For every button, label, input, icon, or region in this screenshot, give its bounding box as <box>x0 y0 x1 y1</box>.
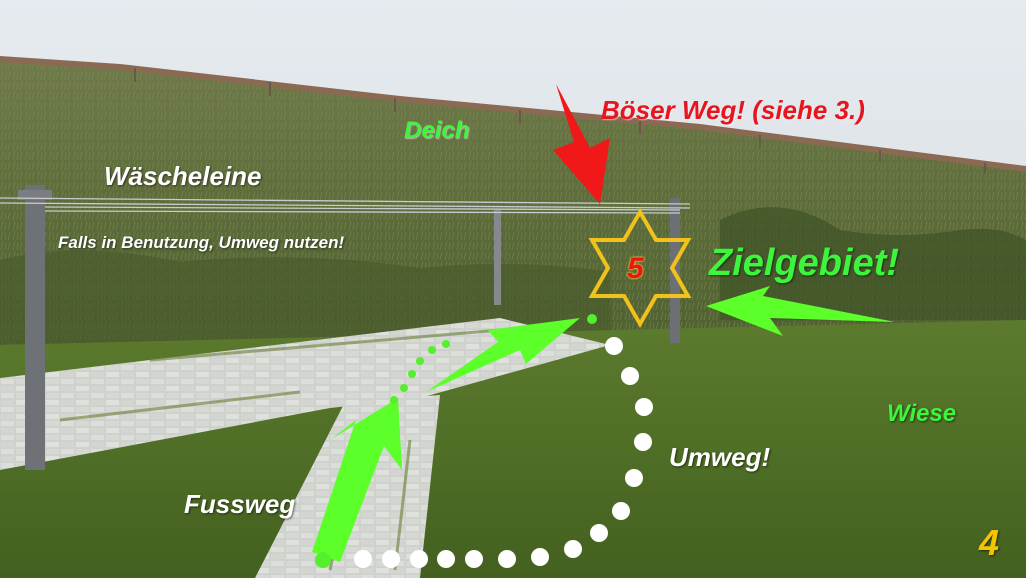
detour-dot <box>354 550 372 568</box>
label-waescheleine: Wäscheleine <box>104 161 262 191</box>
detour-dot <box>382 550 400 568</box>
detour-dot <box>612 502 630 520</box>
route-dot <box>390 396 398 404</box>
green-route-dots <box>315 314 597 568</box>
crest-fence <box>134 68 986 174</box>
detour-dot <box>410 550 428 568</box>
label-deich: Deich <box>404 117 470 144</box>
route-dot <box>315 552 331 568</box>
route-dot <box>587 314 597 324</box>
detour-dot <box>531 548 549 566</box>
label-umweg: Umweg! <box>669 442 771 472</box>
shrubs <box>0 250 610 345</box>
label-umweg-hinweis: Falls in Benutzung, Umweg nutzen! <box>58 233 345 252</box>
star-number: 5 <box>627 252 644 285</box>
green-arrow-icon <box>312 398 402 562</box>
detour-dot <box>621 367 639 385</box>
clothesline-pole-mid <box>494 210 501 305</box>
detour-dot <box>635 398 653 416</box>
route-dot <box>400 384 408 392</box>
clothesline-arm-left <box>18 190 52 200</box>
label-wiese: Wiese <box>887 400 957 427</box>
label-boeser-weg: Böser Weg! (siehe 3.) <box>601 95 865 125</box>
green-arrow-icon <box>426 318 580 392</box>
clothesline-pole-left <box>25 185 45 470</box>
detour-dot <box>590 524 608 542</box>
route-dot <box>416 357 424 365</box>
paving-horizontal <box>0 318 610 470</box>
route-dot <box>428 346 436 354</box>
detour-dot <box>634 433 652 451</box>
detour-dot <box>465 550 483 568</box>
dike-crest <box>0 56 1026 172</box>
clothesline-wires <box>0 197 691 214</box>
route-dot <box>408 370 416 378</box>
detour-dot <box>437 550 455 568</box>
label-fussweg: Fussweg <box>184 489 296 519</box>
detour-dot <box>605 337 623 355</box>
detour-dots <box>354 337 653 568</box>
red-arrow-icon <box>553 84 610 204</box>
green-arrow-icon <box>706 286 895 336</box>
shrubs-right <box>720 207 1026 320</box>
detour-dot <box>625 469 643 487</box>
page-number: 4 <box>979 522 1000 563</box>
label-zielgebiet: Zielgebiet! <box>709 242 900 284</box>
star-icon <box>588 207 692 329</box>
detour-dot <box>564 540 582 558</box>
route-dot <box>442 340 450 348</box>
detour-dot <box>498 550 516 568</box>
